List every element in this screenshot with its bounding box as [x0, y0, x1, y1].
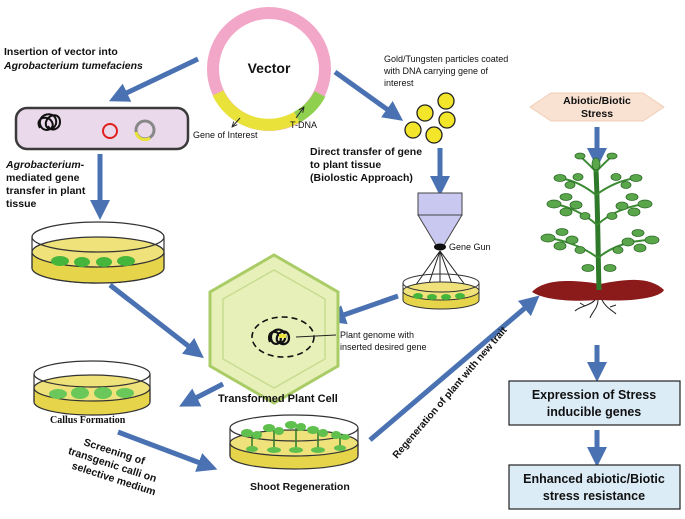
arrow-vector-to-particles	[333, 69, 404, 121]
direct-text-3: (Biolostic Approach)	[310, 172, 413, 184]
arrow-callus-to-shoot	[117, 429, 218, 472]
gene-gun	[417, 192, 463, 251]
plant-illustration	[532, 152, 664, 319]
direct-text-1: Direct transfer of gene	[310, 146, 422, 158]
expression-text-1: Expression of Stress	[532, 388, 656, 402]
particles-text-2: with DNA carrying gene of	[383, 66, 489, 76]
vector-plasmid	[207, 7, 331, 131]
leaves	[540, 152, 660, 272]
callus-piece	[116, 388, 134, 398]
arrow-vector-to-agro	[108, 56, 200, 102]
soil	[532, 279, 664, 301]
insertion-text-1: Insertion of vector into	[4, 46, 118, 58]
stress-text-1: Abiotic/Biotic	[563, 95, 631, 107]
arrow-shoot-to-plant	[368, 295, 540, 442]
particles-text-1: Gold/Tungsten particles coated	[384, 54, 508, 64]
vector-label: Vector	[248, 60, 291, 76]
stem	[593, 169, 602, 291]
shoots	[251, 428, 341, 448]
genome-text-1: Plant genome with	[340, 330, 414, 340]
shoot-label: Shoot Regeneration	[250, 481, 350, 493]
gene-of-interest-label: Gene of Interest	[193, 130, 258, 140]
enhanced-text-2: stress resistance	[543, 489, 645, 503]
nucleus	[251, 316, 315, 358]
agro-text-4: tissue	[6, 198, 37, 210]
tissue-piece	[117, 256, 135, 266]
stress-badge	[529, 92, 665, 122]
expression-box	[508, 380, 681, 426]
tdna-label: T-DNA	[290, 120, 317, 130]
petri-dish-4	[229, 414, 359, 470]
expression-text-2: inducible genes	[547, 405, 642, 419]
genome-text-2: inserted desired gene	[340, 342, 427, 352]
transformed-plant-cell	[208, 253, 340, 405]
enhanced-box	[508, 464, 681, 510]
enhanced-text-1: Enhanced abiotic/Biotic	[523, 472, 665, 486]
arrow-dish2-to-cell	[325, 293, 399, 325]
petri-dish-1	[31, 221, 165, 284]
callus-piece	[94, 387, 112, 399]
tissue-piece	[74, 257, 90, 267]
bacterial-chromosome	[37, 113, 62, 131]
agrobacterium-cell	[14, 106, 190, 151]
tdna-pointer	[295, 107, 304, 119]
petri-dish-2	[402, 273, 480, 310]
gene-pointer	[232, 117, 241, 127]
gene-gun-label: Gene Gun	[449, 242, 491, 252]
arrow-cell-to-callus	[179, 381, 225, 407]
cell-title: Transformed Plant Cell	[218, 393, 338, 405]
gold-particles	[404, 92, 456, 144]
callus-label: Callus Formation	[50, 415, 126, 426]
agro-text-2: mediated gene	[6, 172, 80, 184]
plasmid-red	[102, 123, 118, 139]
genome-pointer	[295, 334, 337, 338]
tissue-piece	[51, 256, 69, 266]
callus-piece	[71, 387, 89, 399]
stress-text-2: Stress	[581, 108, 613, 120]
insertion-text-2: Agrobacterium tumefaciens	[3, 60, 143, 72]
direct-text-2: to plant tissue	[310, 159, 381, 171]
tissue-piece	[96, 257, 112, 267]
callus-piece	[49, 389, 67, 399]
arrow-dish-to-cell	[108, 283, 204, 359]
petri-dish-3	[33, 360, 151, 416]
agro-text-1: Agrobacterium-	[5, 159, 85, 171]
gene-of-interest-segment	[212, 90, 301, 131]
particles-text-3: interest	[384, 78, 414, 88]
roots	[574, 299, 617, 319]
tdna-segment	[293, 90, 326, 123]
agro-text-3: transfer in plant	[6, 185, 86, 197]
